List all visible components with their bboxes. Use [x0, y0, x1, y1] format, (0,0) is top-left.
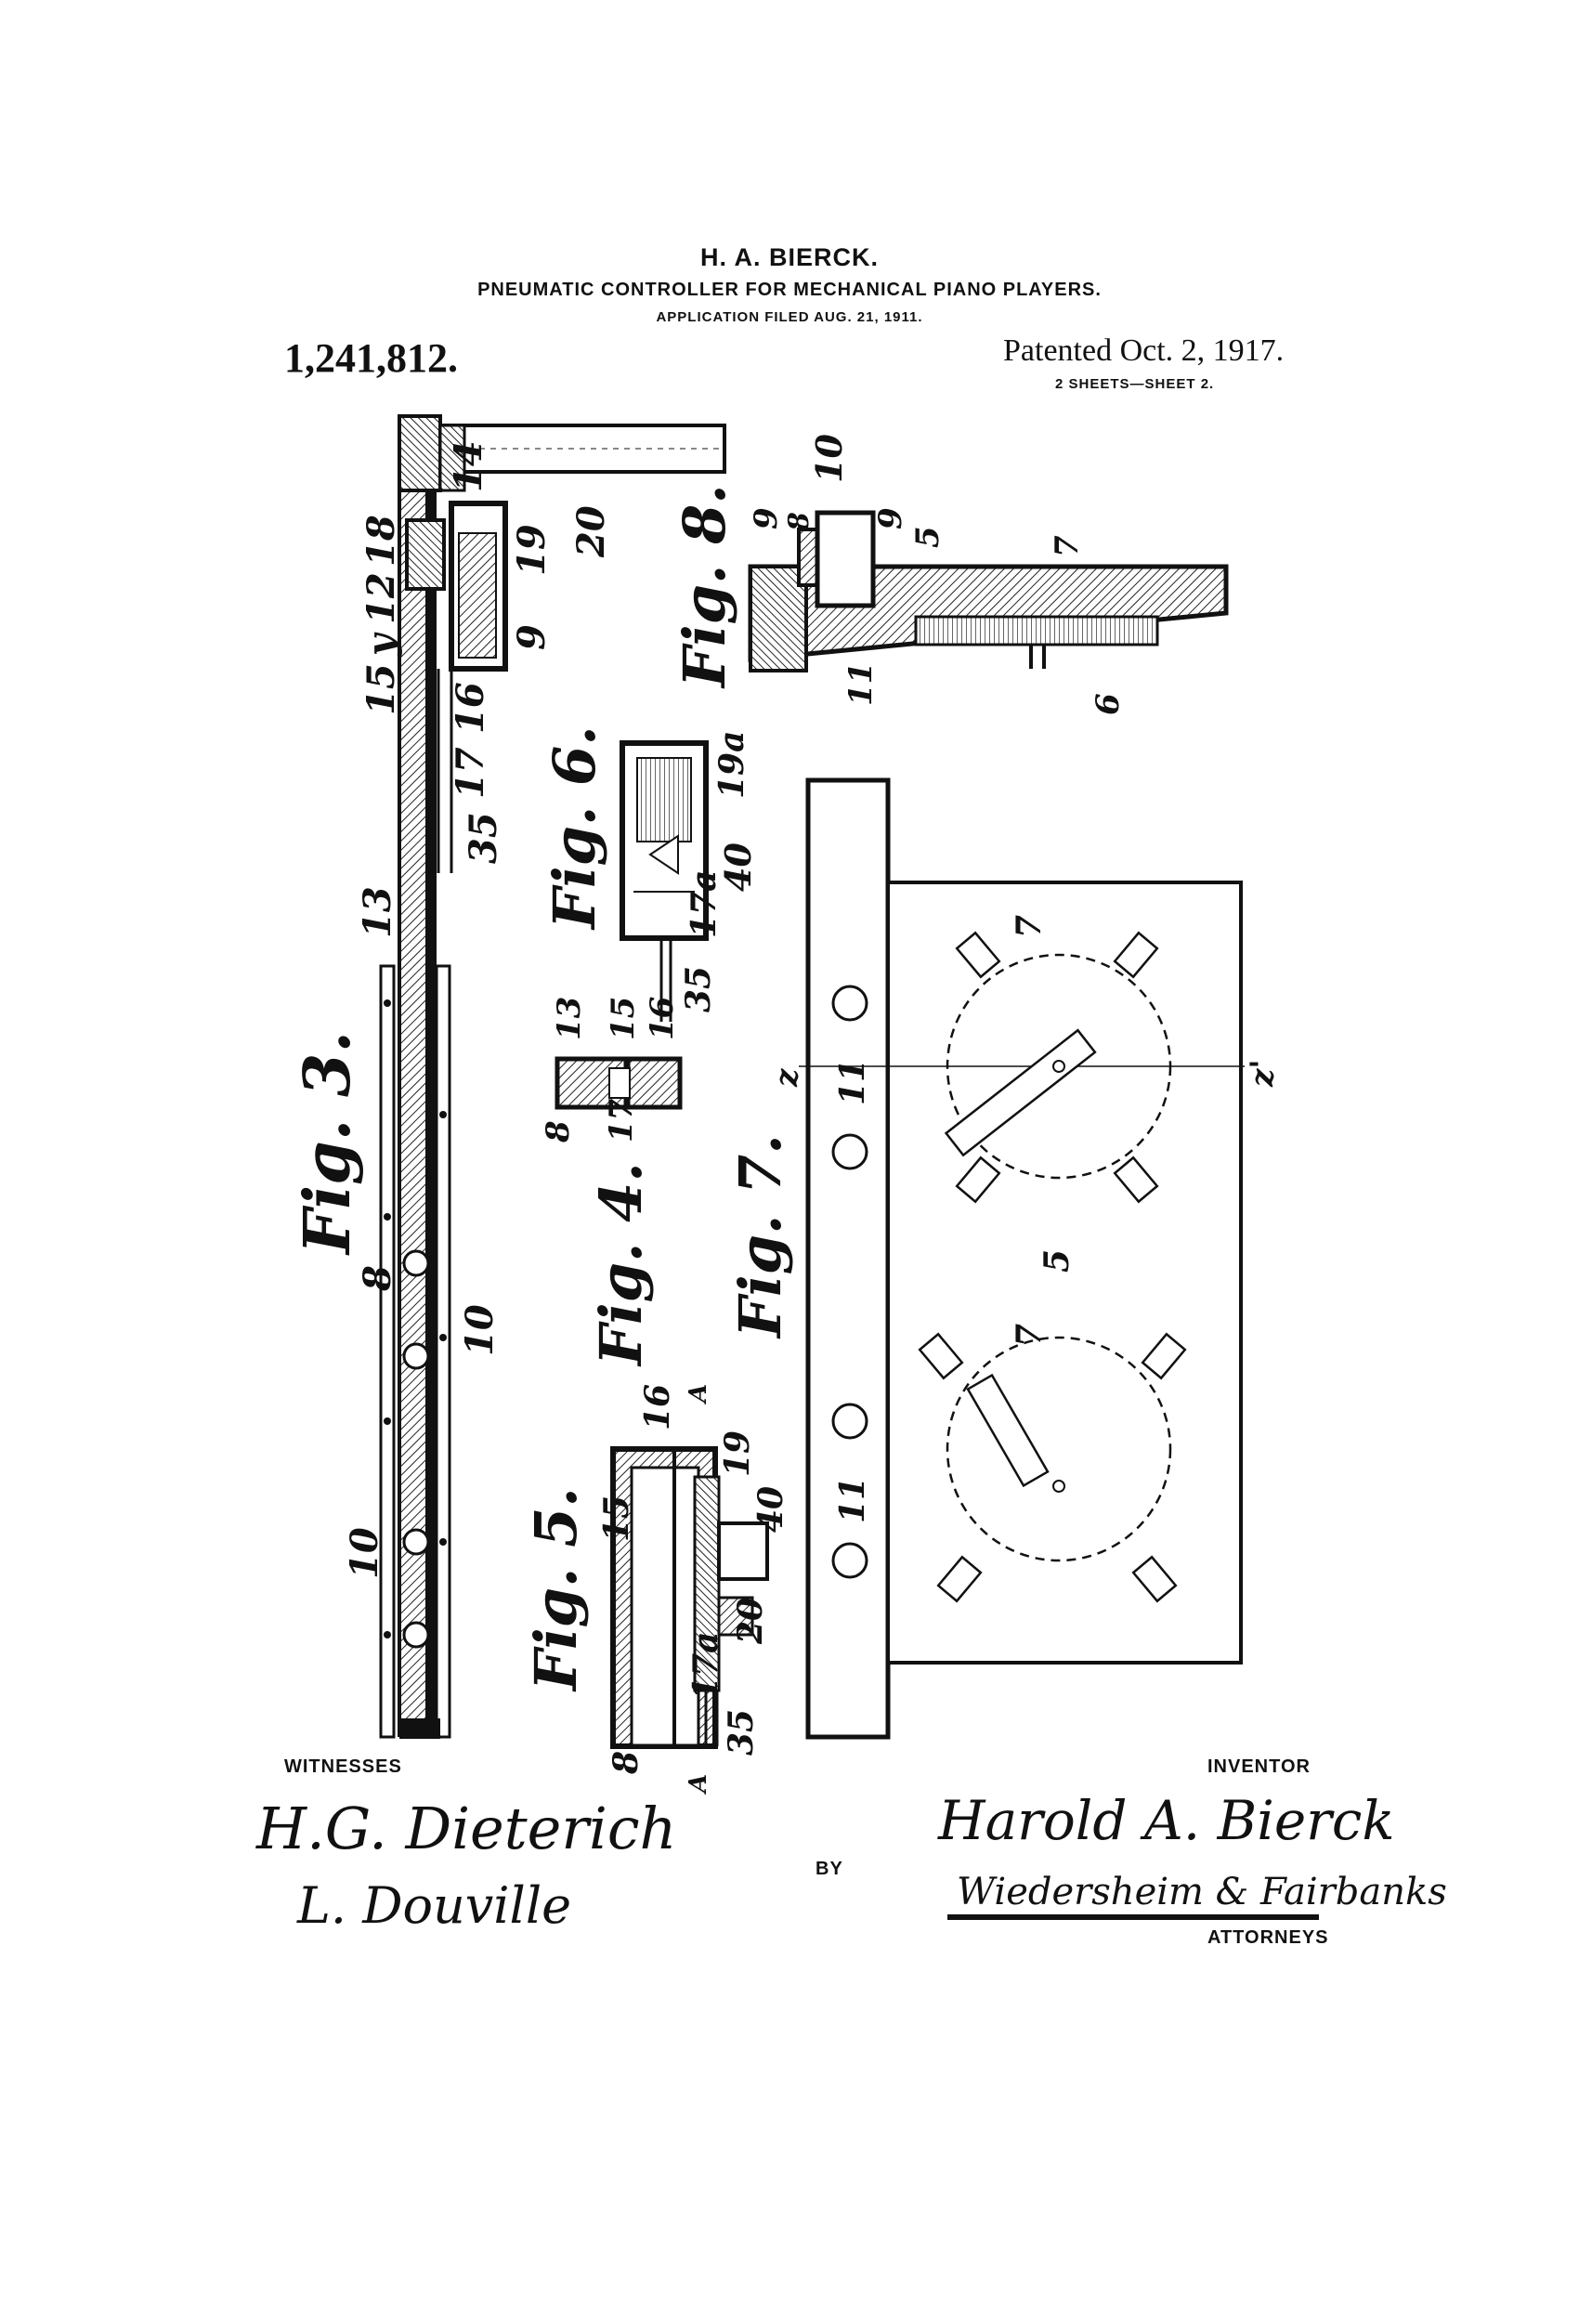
ref-8-fig4: 8 [540, 1120, 577, 1143]
fig-8-drawing [748, 510, 1229, 672]
fig-7-labels: Fig. 7. z z' 11 11 7 7 5 [726, 915, 1281, 1523]
patented-date: Patented Oct. 2, 1917. [1003, 333, 1284, 368]
ref-40-fig5: 40 [751, 1486, 790, 1533]
inventor-label: INVENTOR [1207, 1756, 1311, 1777]
ref-35-fig6: 35 [679, 966, 718, 1012]
patent-number: 1,241,812. [284, 335, 458, 381]
ref-7-upper: 7 [1010, 915, 1049, 938]
ref-11-upper: 11 [833, 1059, 872, 1105]
ref-z: z [768, 1068, 805, 1088]
ref-10-lower: 10 [343, 1527, 386, 1579]
ref-5-fig8: 5 [909, 526, 946, 548]
ref-40-fig6: 40 [717, 842, 759, 892]
fig-6-labels: Fig. 6. 19a 40 35 17a [541, 725, 759, 1012]
fig-3-title: Fig. 3. [291, 1031, 365, 1256]
fig-4-labels: Fig. 4. 13 15 16 8 17 [540, 997, 681, 1367]
fig-4-drawing [555, 1056, 683, 1110]
attorneys-label: ATTORNEYS [1207, 1927, 1329, 1948]
fig-7-title: Fig. 7. [726, 1134, 794, 1339]
ref-18: 18 [359, 515, 403, 567]
ref-8-fig8: 8 [783, 512, 816, 532]
ref-10-upper: 10 [458, 1304, 502, 1356]
ref-17a-fig5: 17a [686, 1632, 725, 1700]
ref-y: y [359, 632, 403, 657]
ref-15-fig5: 15 [597, 1495, 636, 1542]
ref-20-fig5: 20 [731, 1598, 770, 1645]
ref-6-fig8: 6 [1090, 693, 1127, 715]
ref-13: 13 [356, 886, 399, 938]
fig-8-title: Fig. 8. [671, 484, 738, 689]
ref-16: 16 [449, 682, 492, 734]
ref-19: 19 [510, 524, 554, 576]
inventor-name: H. A. BIERCK. [700, 243, 879, 271]
ref-19-fig5: 19 [718, 1430, 757, 1477]
ref-11-lower: 11 [833, 1477, 872, 1523]
inventor-signature: Harold A. Bierck [937, 1789, 1395, 1852]
ref-20: 20 [569, 505, 613, 558]
ref-z-prime: z' [1244, 1059, 1281, 1088]
fig-3-labels: Fig. 3. 14 18 12 y 15 20 19 9 16 17 35 1… [291, 440, 613, 1579]
by-label: BY [816, 1859, 843, 1879]
fig-4-title: Fig. 4. [587, 1162, 655, 1367]
ref-35-fig5: 35 [722, 1709, 761, 1756]
ref-12: 12 [359, 572, 403, 624]
patent-title: PNEUMATIC CONTROLLER FOR MECHANICAL PIAN… [477, 280, 1102, 300]
sheet-count: 2 SHEETS—SHEET 2. [1055, 376, 1214, 392]
fig-5-drawing [610, 1446, 769, 1749]
ref-9: 9 [510, 624, 554, 650]
ref-17a-fig6: 17a [685, 870, 724, 938]
fig-8-labels: Fig. 8. 10 8 9 9 5 7 11 6 [671, 434, 1127, 715]
fig-5-labels: Fig. 5. 16 A 15 19 40 8 20 17a 35 A [522, 1384, 790, 1795]
witness-2-signature: L. Douville [296, 1876, 571, 1935]
fig-3-drawing [379, 414, 726, 1739]
header: H. A. BIERCK. PNEUMATIC CONTROLLER FOR M… [284, 243, 1284, 392]
ref-15: 15 [359, 663, 403, 715]
fig-6-title: Fig. 6. [541, 725, 608, 931]
ref-A-bottom: A [685, 1774, 712, 1795]
ref-5-fig7: 5 [1037, 1249, 1077, 1273]
ref-9-right: 9 [872, 507, 909, 529]
ref-8: 8 [356, 1265, 399, 1292]
ref-17: 17 [449, 747, 492, 799]
attorneys-signature: Wiedersheim & Fairbanks [957, 1871, 1447, 1913]
witness-1-signature: H.G. Dieterich [255, 1795, 676, 1862]
fig-6-drawing [620, 740, 709, 1022]
ref-11-fig8: 11 [842, 662, 880, 706]
ref-8-fig5: 8 [607, 1751, 646, 1775]
fig-5-title: Fig. 5. [522, 1487, 590, 1692]
fig-7-drawing [799, 777, 1245, 1740]
ref-7-fig8: 7 [1049, 535, 1086, 557]
ref-7-lower: 7 [1010, 1324, 1049, 1347]
witnesses-label: WITNESSES [284, 1756, 402, 1777]
ref-14: 14 [447, 440, 490, 492]
ref-16-fig5: 16 [638, 1384, 677, 1430]
ref-A-top: A [685, 1384, 712, 1405]
ref-9-left: 9 [748, 507, 785, 529]
ref-17-fig4: 17 [603, 1098, 640, 1142]
ref-13-fig4: 13 [551, 997, 588, 1040]
ref-15-fig4: 15 [605, 997, 642, 1040]
application-filed: APPLICATION FILED AUG. 21, 1911. [656, 309, 922, 325]
ref-10-fig8: 10 [808, 434, 850, 483]
ref-35: 35 [462, 812, 505, 864]
ref-19a-fig6: 19a [712, 731, 751, 799]
footer: WITNESSES H.G. Dieterich L. Douville BY … [255, 1756, 1447, 1948]
